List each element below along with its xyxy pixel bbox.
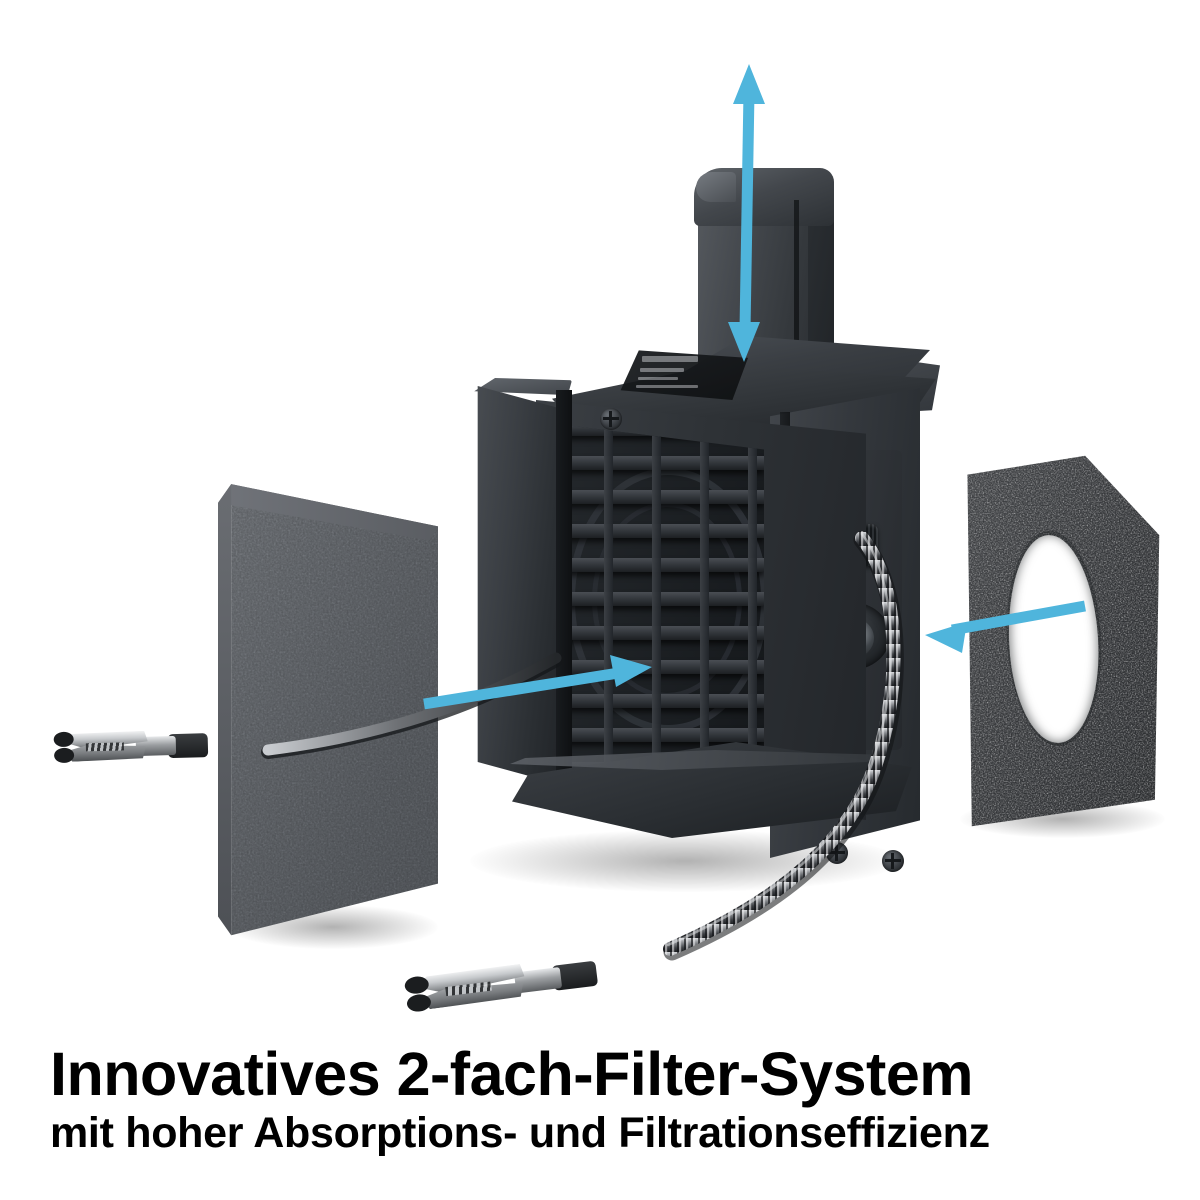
foam-filter-with-oval-cutout[interactable] bbox=[950, 452, 1168, 830]
page-subtitle: mit hoher Absorptions- und Filtrationsef… bbox=[50, 1109, 990, 1157]
foam-left-side-edge bbox=[218, 484, 232, 936]
filter-insert-right-arrow bbox=[925, 600, 1086, 653]
front-door-top-edge bbox=[474, 378, 572, 396]
page-title: Innovatives 2-fach-Filter-System bbox=[50, 1040, 974, 1108]
filter-insert-left-arrow bbox=[423, 655, 652, 710]
grille-rib bbox=[604, 423, 613, 788]
grille-rib bbox=[652, 423, 661, 788]
chimney-hook-lip bbox=[696, 172, 736, 202]
airflow-vertical-arrow bbox=[728, 64, 765, 362]
product-label bbox=[620, 350, 748, 400]
grille-screw bbox=[600, 408, 622, 430]
